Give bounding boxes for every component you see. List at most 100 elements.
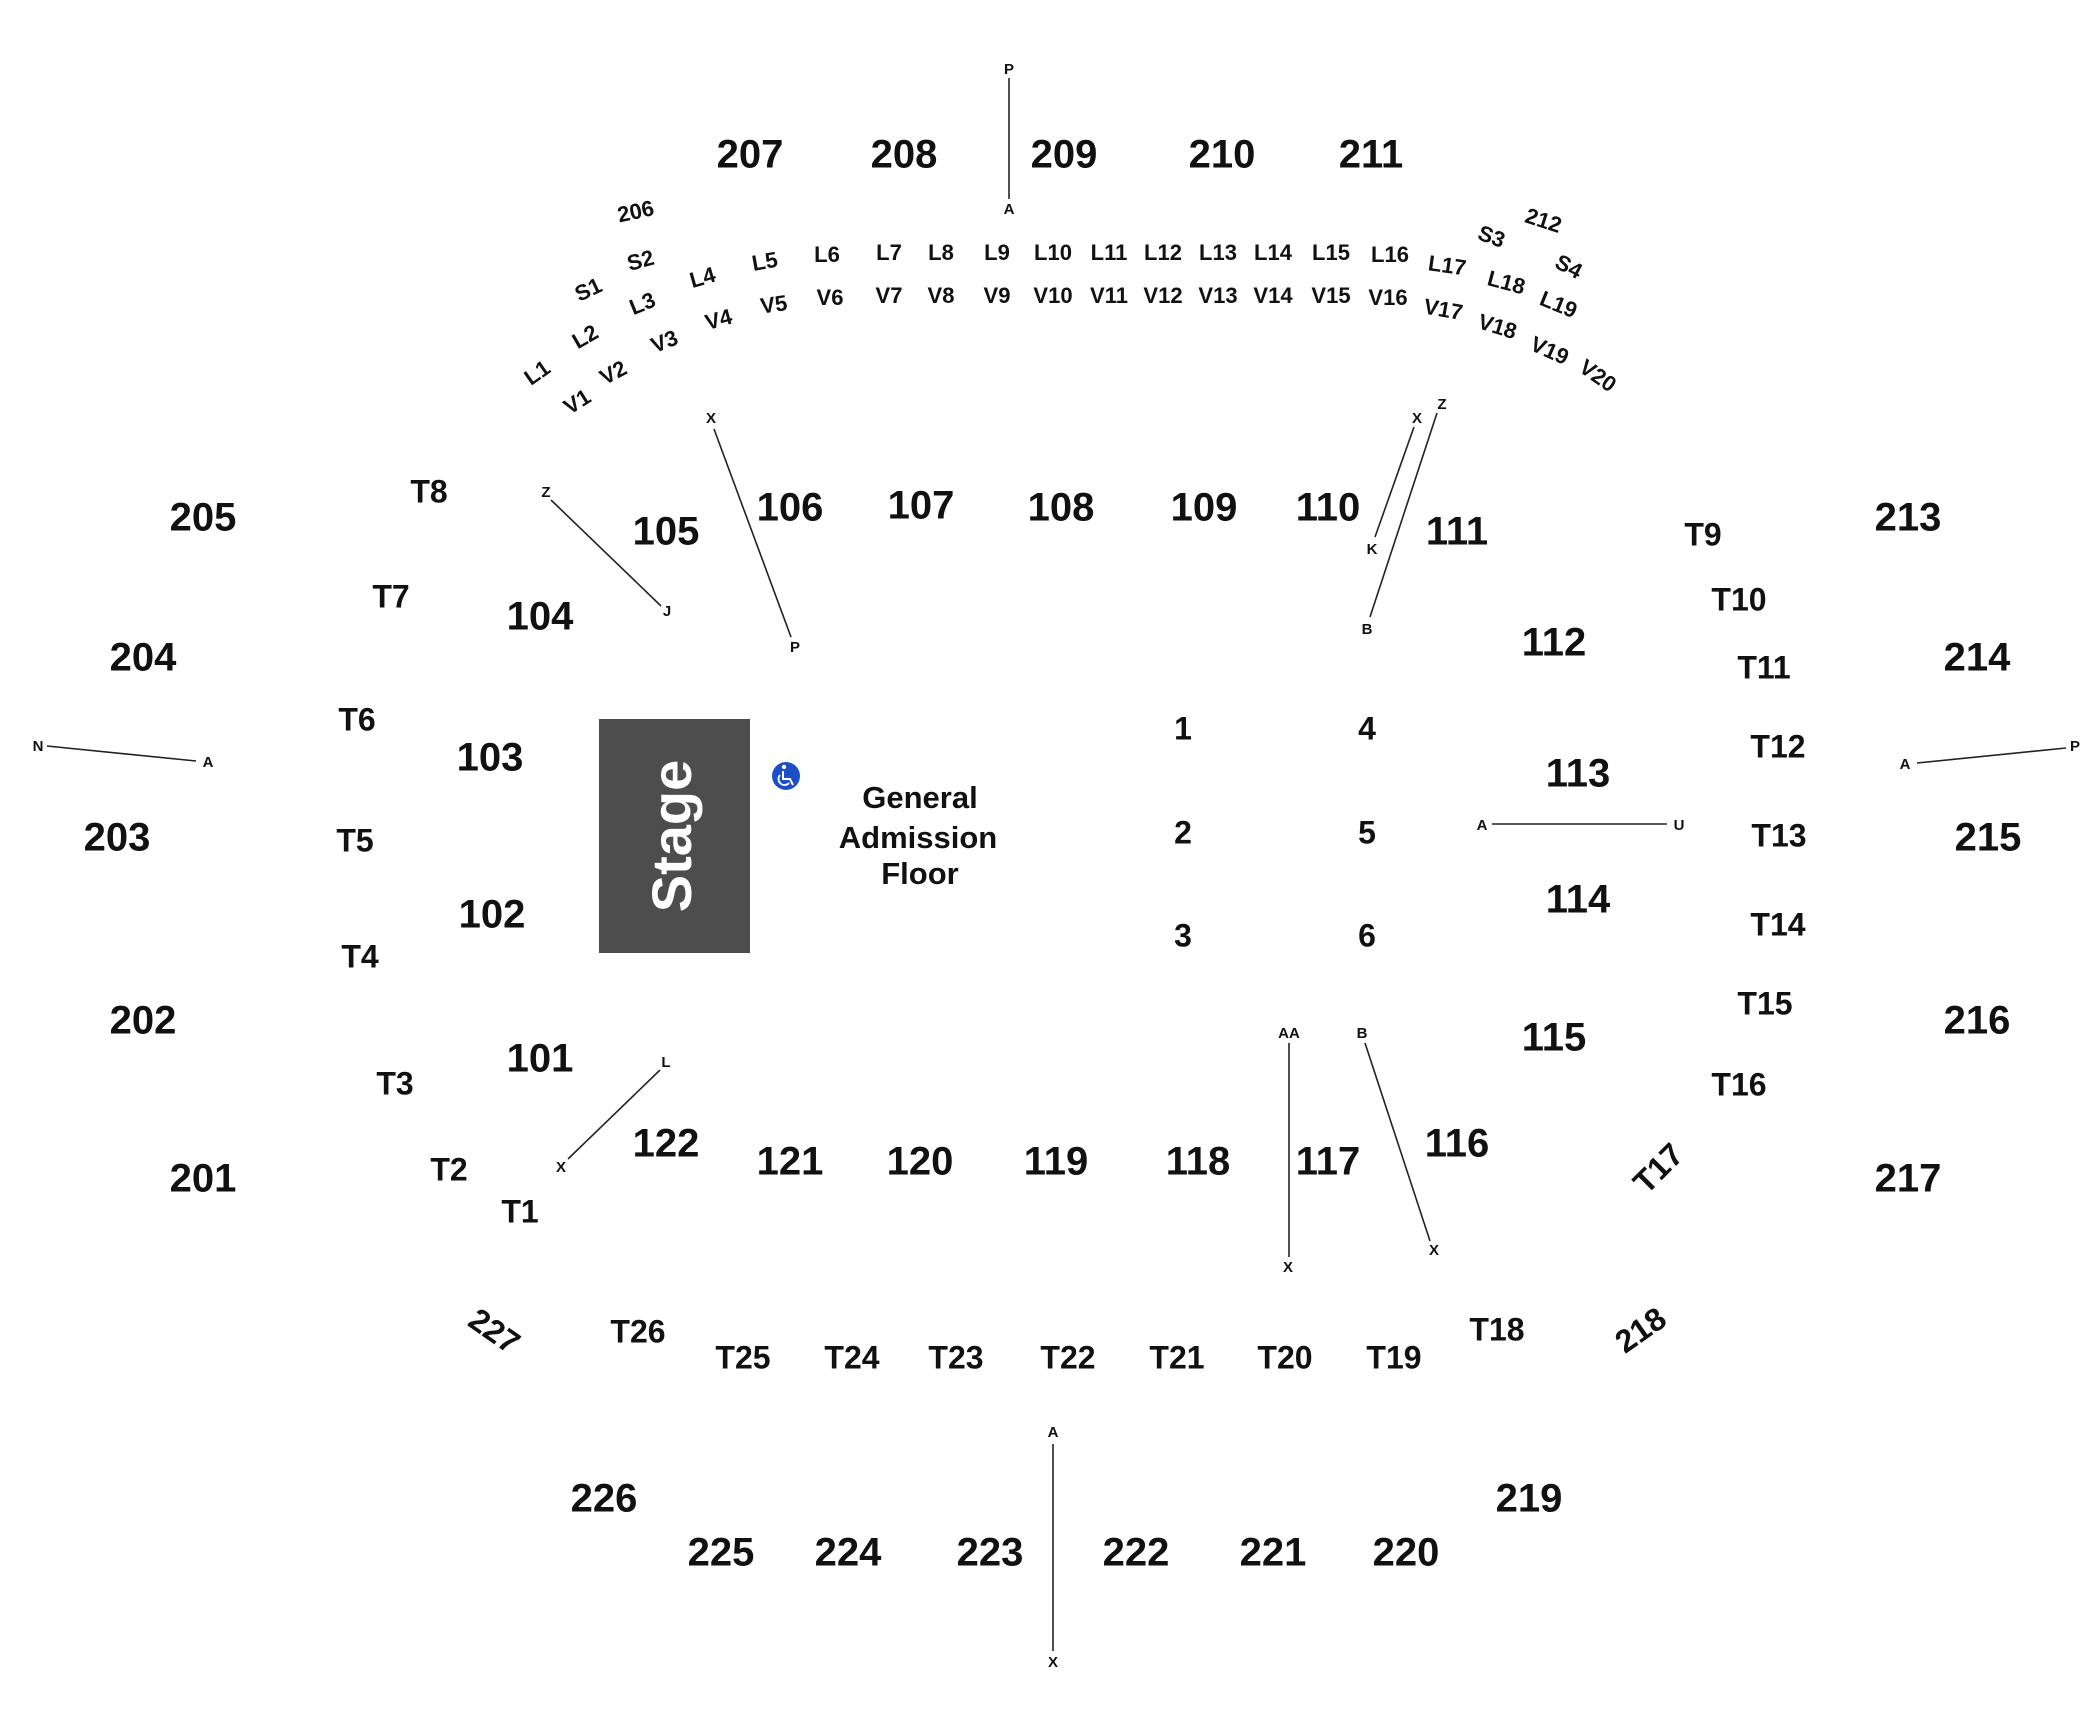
box-V4[interactable]: V4 xyxy=(702,304,735,335)
section-113[interactable]: 113 xyxy=(1546,752,1611,796)
box-L8[interactable]: L8 xyxy=(928,240,954,265)
section-202[interactable]: 202 xyxy=(110,999,177,1043)
section-109[interactable]: 109 xyxy=(1171,486,1238,530)
floor-section-4[interactable]: 4 xyxy=(1358,710,1376,746)
table-T16[interactable]: T16 xyxy=(1711,1066,1766,1102)
section-222[interactable]: 222 xyxy=(1103,1531,1170,1575)
table-T13[interactable]: T13 xyxy=(1751,817,1806,853)
box-L14[interactable]: L14 xyxy=(1254,240,1293,265)
section-115[interactable]: 115 xyxy=(1522,1016,1587,1060)
box-L4[interactable]: L4 xyxy=(687,262,719,293)
section-122[interactable]: 122 xyxy=(633,1122,700,1166)
box-V3[interactable]: V3 xyxy=(647,325,681,358)
box-V9[interactable]: V9 xyxy=(984,283,1011,308)
table-T15[interactable]: T15 xyxy=(1737,985,1792,1021)
floor-section-6[interactable]: 6 xyxy=(1358,917,1376,953)
box-V10[interactable]: V10 xyxy=(1033,283,1072,308)
table-T9[interactable]: T9 xyxy=(1684,516,1721,552)
section-103[interactable]: 103 xyxy=(457,736,524,780)
section-114[interactable]: 114 xyxy=(1546,878,1611,922)
floor-section-5[interactable]: 5 xyxy=(1358,814,1376,850)
section-211[interactable]: 211 xyxy=(1339,133,1404,177)
section-210[interactable]: 210 xyxy=(1189,133,1256,177)
box-V12[interactable]: V12 xyxy=(1143,283,1182,308)
section-215[interactable]: 215 xyxy=(1955,816,2022,860)
box-V7[interactable]: V7 xyxy=(876,283,903,308)
box-V14[interactable]: V14 xyxy=(1253,283,1293,308)
box-L3[interactable]: L3 xyxy=(626,287,659,320)
section-112[interactable]: 112 xyxy=(1522,621,1587,665)
box-L9[interactable]: L9 xyxy=(984,240,1010,265)
box-V19[interactable]: V19 xyxy=(1527,331,1573,370)
section-101[interactable]: 101 xyxy=(507,1037,574,1081)
section-227[interactable]: 227 xyxy=(462,1301,526,1361)
box-V11[interactable]: V11 xyxy=(1090,283,1128,308)
box-V17[interactable]: V17 xyxy=(1422,294,1465,325)
section-212[interactable]: 212 xyxy=(1522,203,1565,238)
section-104[interactable]: 104 xyxy=(507,595,574,639)
section-119[interactable]: 119 xyxy=(1024,1140,1089,1184)
floor-section-2[interactable]: 2 xyxy=(1174,814,1192,850)
box-V16[interactable]: V16 xyxy=(1368,285,1407,310)
section-107[interactable]: 107 xyxy=(888,484,955,528)
section-102[interactable]: 102 xyxy=(459,893,526,937)
section-110[interactable]: 110 xyxy=(1296,486,1361,530)
box-L7[interactable]: L7 xyxy=(876,240,902,265)
table-T19[interactable]: T19 xyxy=(1366,1339,1421,1375)
floor-section-1[interactable]: 1 xyxy=(1174,710,1192,746)
section-214[interactable]: 214 xyxy=(1944,636,2011,680)
table-T23[interactable]: T23 xyxy=(928,1339,983,1375)
table-T18[interactable]: T18 xyxy=(1469,1311,1524,1347)
section-111[interactable]: 111 xyxy=(1426,510,1488,554)
table-T4[interactable]: T4 xyxy=(341,938,379,974)
section-209[interactable]: 209 xyxy=(1031,133,1098,177)
section-116[interactable]: 116 xyxy=(1425,1122,1490,1166)
box-S1[interactable]: S1 xyxy=(571,272,606,306)
box-V1[interactable]: V1 xyxy=(559,384,595,419)
table-T24[interactable]: T24 xyxy=(824,1339,879,1375)
section-224[interactable]: 224 xyxy=(815,1531,882,1575)
box-L18[interactable]: L18 xyxy=(1485,265,1528,299)
section-213[interactable]: 213 xyxy=(1875,496,1942,540)
table-T21[interactable]: T21 xyxy=(1149,1339,1204,1375)
section-219[interactable]: 219 xyxy=(1496,1477,1563,1521)
table-T17[interactable]: T17 xyxy=(1626,1136,1690,1200)
section-218[interactable]: 218 xyxy=(1608,1300,1672,1360)
section-121[interactable]: 121 xyxy=(757,1140,824,1184)
section-118[interactable]: 118 xyxy=(1166,1140,1231,1184)
table-T3[interactable]: T3 xyxy=(376,1065,413,1101)
section-223[interactable]: 223 xyxy=(957,1531,1024,1575)
table-T10[interactable]: T10 xyxy=(1711,581,1766,617)
table-T7[interactable]: T7 xyxy=(372,578,409,614)
section-108[interactable]: 108 xyxy=(1028,486,1095,530)
box-S3[interactable]: S3 xyxy=(1475,220,1509,253)
table-T26[interactable]: T26 xyxy=(610,1313,665,1349)
box-V6[interactable]: V6 xyxy=(817,285,844,310)
section-216[interactable]: 216 xyxy=(1944,999,2011,1043)
box-V20[interactable]: V20 xyxy=(1575,354,1621,397)
section-225[interactable]: 225 xyxy=(688,1531,755,1575)
table-T5[interactable]: T5 xyxy=(336,822,373,858)
box-L10[interactable]: L10 xyxy=(1034,240,1072,265)
section-201[interactable]: 201 xyxy=(170,1157,237,1201)
section-221[interactable]: 221 xyxy=(1240,1531,1307,1575)
box-L16[interactable]: L16 xyxy=(1371,242,1409,267)
section-105[interactable]: 105 xyxy=(633,510,700,554)
section-207[interactable]: 207 xyxy=(717,133,784,177)
box-V2[interactable]: V2 xyxy=(595,355,631,390)
box-S2[interactable]: S2 xyxy=(624,245,656,276)
box-L2[interactable]: L2 xyxy=(568,319,603,353)
table-T2[interactable]: T2 xyxy=(430,1151,467,1187)
table-T22[interactable]: T22 xyxy=(1040,1339,1095,1375)
box-S4[interactable]: S4 xyxy=(1551,249,1587,284)
section-106[interactable]: 106 xyxy=(757,486,824,530)
box-L17[interactable]: L17 xyxy=(1427,250,1468,280)
box-L19[interactable]: L19 xyxy=(1536,286,1581,323)
box-L11[interactable]: L11 xyxy=(1091,240,1128,265)
table-T1[interactable]: T1 xyxy=(501,1193,538,1229)
box-V15[interactable]: V15 xyxy=(1311,283,1350,308)
box-V8[interactable]: V8 xyxy=(928,283,955,308)
box-L5[interactable]: L5 xyxy=(750,247,780,276)
box-L6[interactable]: L6 xyxy=(814,242,840,267)
table-T8[interactable]: T8 xyxy=(410,473,447,509)
